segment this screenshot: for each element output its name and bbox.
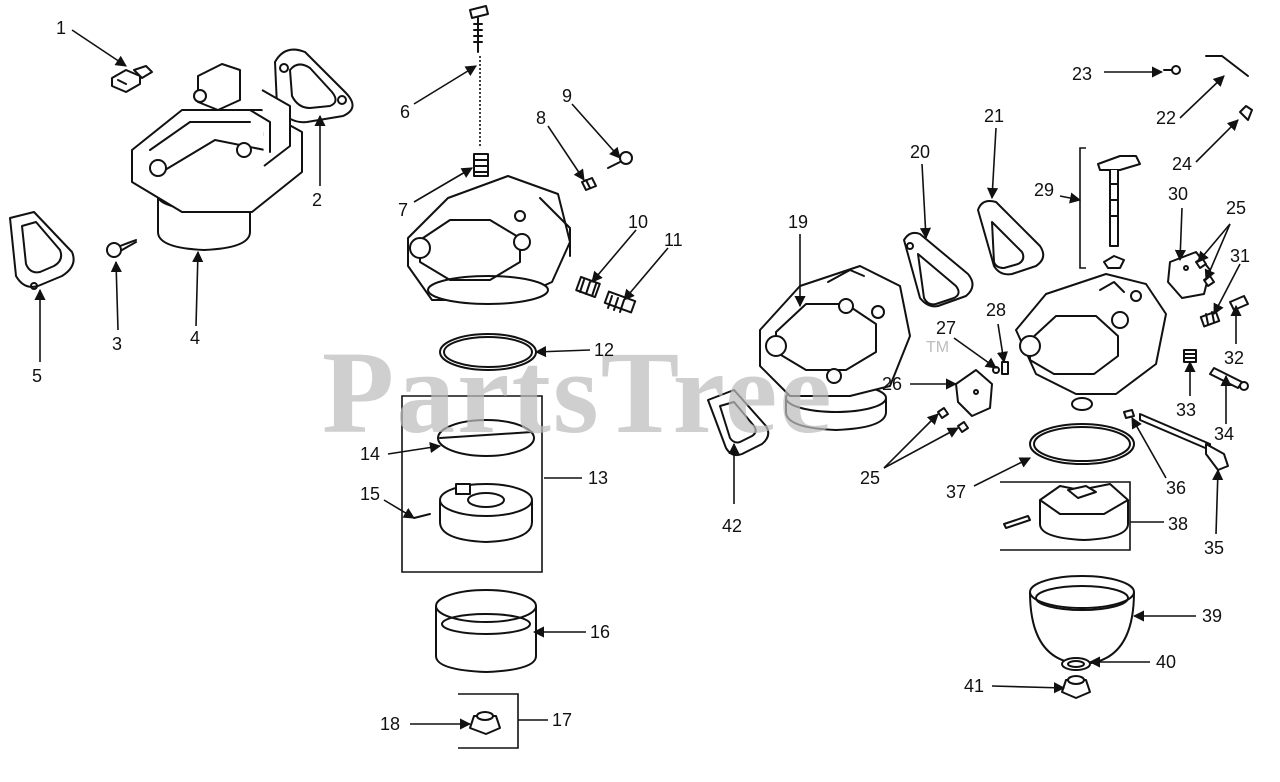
callout-10[interactable]: 10 xyxy=(628,212,648,232)
callout-4[interactable]: 4 xyxy=(190,328,200,348)
part-40-washer[interactable] xyxy=(1061,657,1091,671)
part-3-screw[interactable] xyxy=(106,239,137,258)
part-34-screw[interactable] xyxy=(1209,367,1249,391)
callout-29[interactable]: 29 xyxy=(1034,180,1054,200)
part-31-spring[interactable] xyxy=(1199,310,1221,328)
callout-37[interactable]: 37 xyxy=(946,482,966,502)
callout-26[interactable]: 26 xyxy=(882,374,902,394)
callout-2[interactable]: 2 xyxy=(312,190,322,210)
callout-23[interactable]: 23 xyxy=(1072,64,1092,84)
part-14-gasket[interactable] xyxy=(437,419,535,457)
part-9-needle[interactable] xyxy=(607,151,633,169)
callout-12[interactable]: 12 xyxy=(594,340,614,360)
svg-text:TM: TM xyxy=(926,339,949,356)
part-36-pin[interactable] xyxy=(1123,409,1135,419)
part-6-needle[interactable] xyxy=(469,5,489,146)
part-13-kit-bracket xyxy=(401,395,543,573)
callout-8[interactable]: 8 xyxy=(536,108,546,128)
callout-18[interactable]: 18 xyxy=(380,714,400,734)
part-20-gasket[interactable] xyxy=(903,231,974,308)
part-23-pin[interactable] xyxy=(1163,65,1181,75)
callout-33[interactable]: 33 xyxy=(1176,400,1196,420)
callout-24[interactable]: 24 xyxy=(1172,154,1192,174)
center-carburetor-body[interactable] xyxy=(407,175,571,305)
callout-3[interactable]: 3 xyxy=(112,334,122,354)
part-4-carburetor[interactable] xyxy=(131,63,303,251)
part-41-drain-screw[interactable] xyxy=(1061,675,1091,699)
part-22-wire[interactable] xyxy=(1205,55,1249,77)
leader-lines xyxy=(34,29,1242,730)
callout-41[interactable]: 41 xyxy=(964,676,984,696)
callout-16[interactable]: 16 xyxy=(590,622,610,642)
callout-39[interactable]: 39 xyxy=(1202,606,1222,626)
part-24-pin[interactable] xyxy=(1239,105,1253,121)
part-5-gasket[interactable] xyxy=(9,211,75,290)
callout-40[interactable]: 40 xyxy=(1156,652,1176,672)
callout-9[interactable]: 9 xyxy=(562,86,572,106)
callout-13[interactable]: 13 xyxy=(588,468,608,488)
part-18-drain-plug[interactable] xyxy=(469,711,501,735)
part-25-screw-lower[interactable] xyxy=(937,407,969,433)
part-38-float[interactable] xyxy=(1000,481,1131,551)
callout-21[interactable]: 21 xyxy=(984,106,1004,126)
part-33-spring[interactable] xyxy=(1183,349,1197,363)
callout-25-lower[interactable]: 25 xyxy=(860,468,880,488)
callout-32[interactable]: 32 xyxy=(1224,348,1244,368)
part-39-bowl[interactable] xyxy=(1029,575,1135,665)
callout-28[interactable]: 28 xyxy=(986,300,1006,320)
part-32-screw[interactable] xyxy=(1229,295,1249,311)
part-11-screw[interactable] xyxy=(603,290,637,314)
right-carburetor-body[interactable] xyxy=(1015,273,1167,411)
watermark: PartsTree TM xyxy=(322,327,949,458)
callout-5[interactable]: 5 xyxy=(32,366,42,386)
part-1-fitting[interactable] xyxy=(111,65,153,93)
callout-27[interactable]: 27 xyxy=(936,318,956,338)
part-15-float[interactable] xyxy=(413,483,533,543)
callout-17[interactable]: 17 xyxy=(552,710,572,730)
callout-1[interactable]: 1 xyxy=(56,18,66,38)
callout-labels: 1 2 3 4 5 6 7 8 9 10 11 12 13 14 15 16 1… xyxy=(32,18,1250,734)
callout-15[interactable]: 15 xyxy=(360,484,380,504)
callout-22[interactable]: 22 xyxy=(1156,108,1176,128)
callout-14[interactable]: 14 xyxy=(360,444,380,464)
svg-text:PartsTree: PartsTree xyxy=(322,327,834,458)
part-17-bracket xyxy=(458,693,519,749)
callout-7[interactable]: 7 xyxy=(398,200,408,220)
callout-34[interactable]: 34 xyxy=(1214,424,1234,444)
callout-20[interactable]: 20 xyxy=(910,142,930,162)
callout-25-upper[interactable]: 25 xyxy=(1226,198,1246,218)
part-10-spring[interactable] xyxy=(575,276,601,298)
part-28-screw[interactable] xyxy=(1001,361,1009,375)
callout-36[interactable]: 36 xyxy=(1166,478,1186,498)
part-21-gasket[interactable] xyxy=(977,200,1045,276)
callout-6[interactable]: 6 xyxy=(400,102,410,122)
callout-38[interactable]: 38 xyxy=(1168,514,1188,534)
callout-30[interactable]: 30 xyxy=(1168,184,1188,204)
callout-11[interactable]: 11 xyxy=(664,230,683,250)
callout-35[interactable]: 35 xyxy=(1204,538,1224,558)
part-7-spring[interactable] xyxy=(473,153,489,177)
callout-42[interactable]: 42 xyxy=(722,516,742,536)
part-26-diaphragm[interactable] xyxy=(955,369,993,417)
callout-19[interactable]: 19 xyxy=(788,212,808,232)
part-37-o-ring[interactable] xyxy=(1029,423,1135,465)
part-16-bowl[interactable] xyxy=(435,589,537,673)
part-29-choke-shaft[interactable] xyxy=(1079,147,1141,269)
callout-31[interactable]: 31 xyxy=(1230,246,1250,266)
part-8-screw[interactable] xyxy=(581,177,597,191)
